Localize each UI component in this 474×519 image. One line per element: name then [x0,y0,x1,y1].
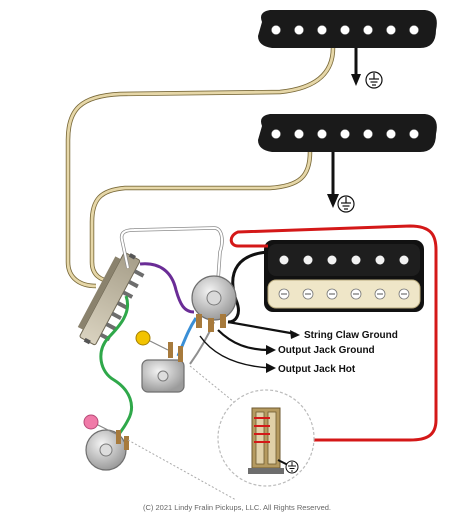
arrow-down-icon [327,194,339,208]
capacitor [83,414,117,435]
five-way-switch [77,252,145,346]
capacitor [135,330,169,351]
neck-pickup [258,10,437,48]
copyright-text: (C) 2021 Lindy Fralin Pickups, LLC. All … [143,503,331,512]
humbucker-ground-wire [227,250,269,324]
middle-pickup [258,114,437,152]
output-jack-detail [217,389,315,487]
white-wire [120,226,223,281]
tone-pot-1 [141,342,185,393]
arrow-right-icon [266,363,276,373]
label-output-jack-ground: Output Jack Ground [278,345,375,356]
arrow-right-icon [266,345,276,355]
label-output-jack-hot: Output Jack Hot [278,364,356,375]
bridge-humbucker [264,240,424,312]
output-jack-hot-arrow [199,335,271,369]
arrow-down-icon [351,74,361,86]
ground-symbol-icon [285,460,299,474]
output-jack-ground-arrow [217,329,271,352]
green-wire [99,295,133,437]
middle-pickup-lead [90,151,312,284]
arrow-right-icon [290,330,300,339]
ground-symbol-icon [365,71,383,89]
neck-pickup-lead [66,47,335,288]
string-claw-ground-arrow [227,320,297,336]
ground-symbol-icon [337,195,355,213]
purple-wire [139,262,195,314]
label-string-claw-ground: String Claw Ground [304,330,398,341]
zoom-guide [127,365,237,501]
volume-pot [191,275,237,332]
tone-pot-2 [85,429,129,471]
